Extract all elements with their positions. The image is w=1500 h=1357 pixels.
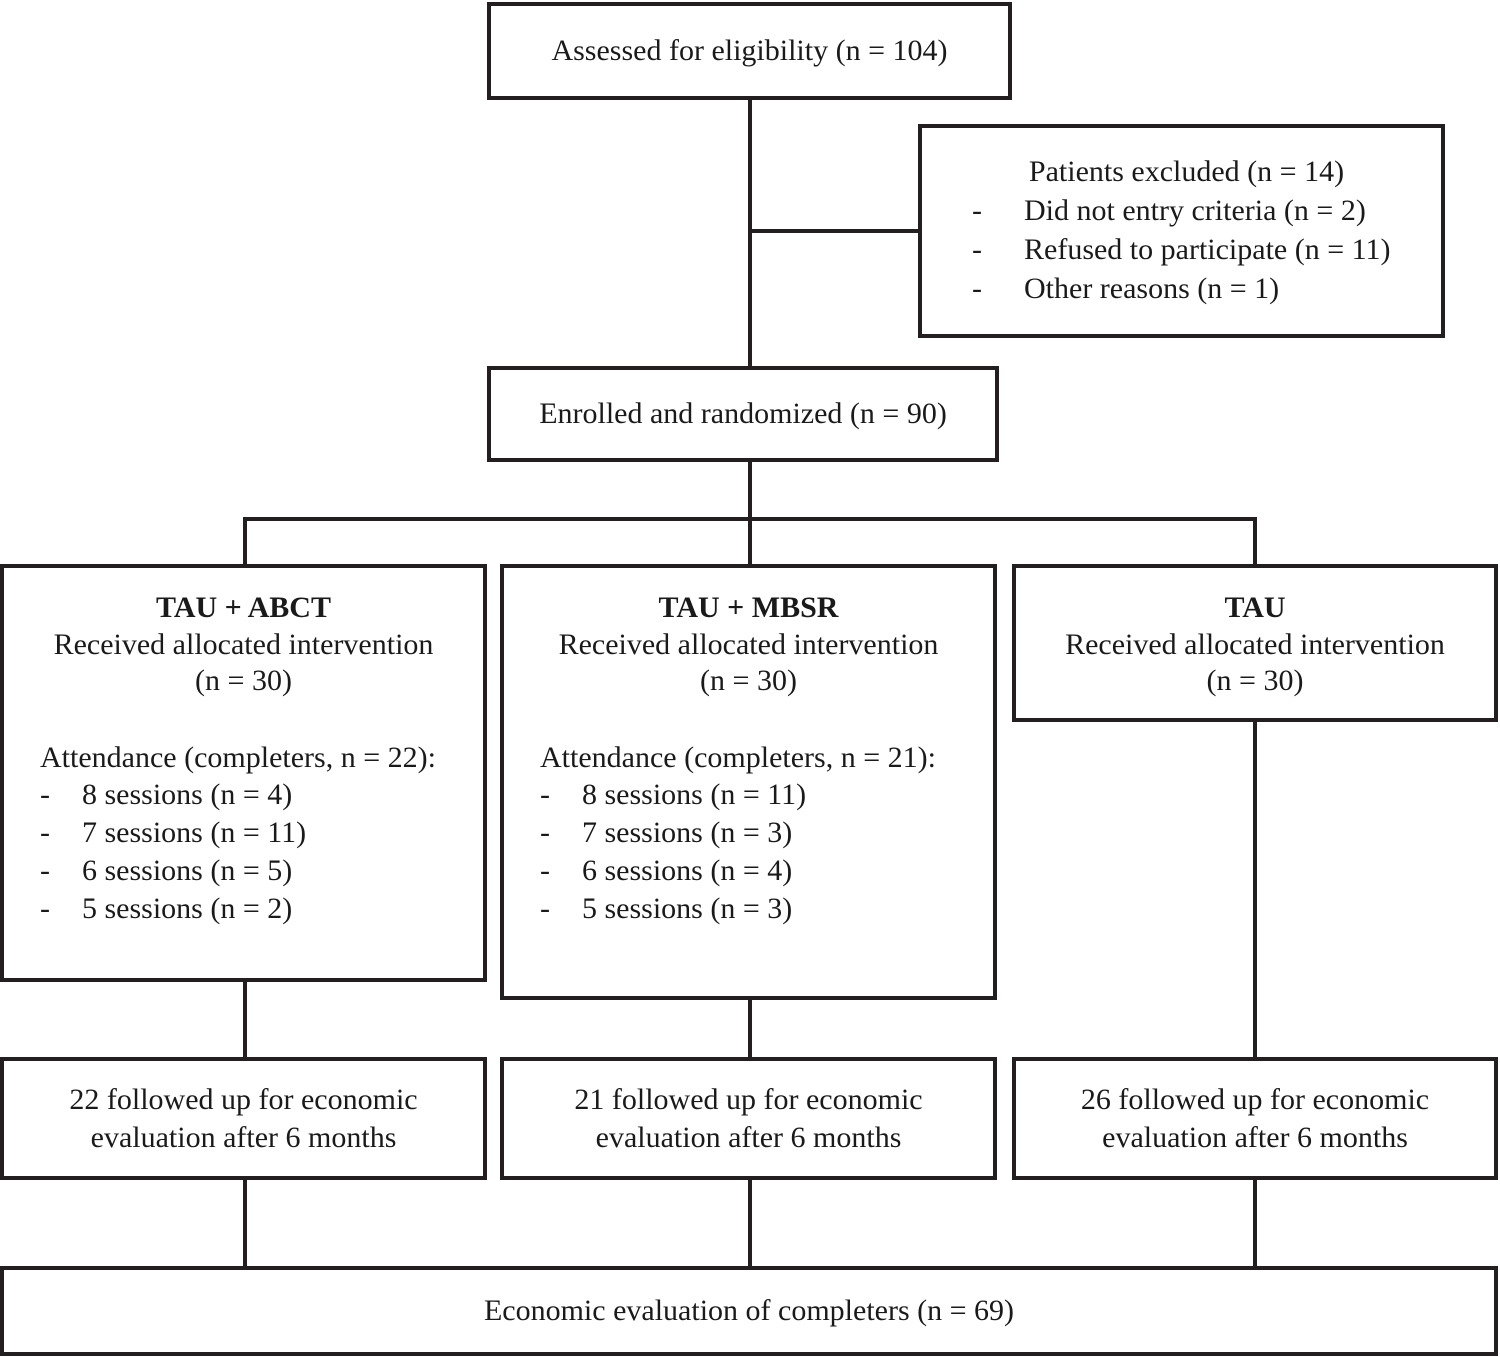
connector-split-bar [243, 517, 1257, 521]
followup-tau-line1: 26 followed up for economic [1080, 1083, 1430, 1117]
excluded-reason-item: - Did not entry criteria (n = 2) [972, 191, 1431, 230]
arm-mbsr-attendance-block: Attendance (completers, n = 21): - 8 ses… [514, 740, 983, 928]
connector-abct-to-followup [243, 978, 247, 1060]
connector-split-to-abct [243, 517, 247, 565]
excluded-reason-list: - Did not entry criteria (n = 2) - Refus… [932, 191, 1431, 308]
excluded-reason-text: Other reasons (n = 1) [1024, 271, 1280, 305]
excluded-title: Patients excluded (n = 14) [1028, 155, 1345, 189]
attendance-text: 5 sessions (n = 2) [82, 891, 293, 925]
attendance-text: 7 sessions (n = 11) [82, 816, 307, 850]
arm-tau-line2: (n = 30) [1206, 664, 1304, 698]
attendance-item: - 6 sessions (n = 5) [14, 852, 473, 890]
node-arm-tau-mbsr: TAU + MBSR Received allocated interventi… [500, 564, 997, 1000]
arm-abct-attendance-block: Attendance (completers, n = 22): - 8 ses… [14, 740, 473, 928]
followup-mbsr-line2: evaluation after 6 months [595, 1120, 902, 1154]
attendance-text: 8 sessions (n = 11) [582, 778, 807, 812]
dash-marker: - [972, 271, 982, 305]
arm-mbsr-line2: (n = 30) [700, 664, 797, 698]
arm-tau-heading: TAU [1224, 591, 1286, 624]
followup-mbsr-line1: 21 followed up for economic [574, 1083, 923, 1117]
dash-marker: - [540, 778, 550, 812]
node-arm-tau: TAU Received allocated intervention (n =… [1012, 564, 1498, 722]
connector-to-excluded-box [748, 229, 920, 233]
arm-abct-line1: Received allocated intervention [53, 627, 434, 661]
dash-marker: - [540, 891, 550, 925]
attendance-item: - 6 sessions (n = 4) [514, 852, 983, 890]
connector-assessed-to-enrolled [748, 100, 752, 368]
connector-split-to-tau [1253, 517, 1257, 565]
attendance-text: 5 sessions (n = 3) [582, 891, 793, 925]
dash-marker: - [972, 193, 982, 227]
arm-abct-attendance-title: Attendance (completers, n = 22): [40, 740, 436, 774]
arm-mbsr-attendance-title: Attendance (completers, n = 21): [540, 740, 936, 774]
connector-enrolled-to-split [748, 462, 752, 564]
dash-marker: - [40, 853, 50, 887]
connector-mbsr-to-followup [748, 996, 752, 1060]
dash-marker: - [540, 853, 550, 887]
connector-followup-tau-to-final [1253, 1180, 1257, 1268]
node-followup-abct: 22 followed up for economic evaluation a… [0, 1057, 487, 1180]
followup-abct-line1: 22 followed up for economic [69, 1083, 418, 1117]
arm-tau-line1: Received allocated intervention [1065, 627, 1445, 661]
dash-marker: - [540, 816, 550, 850]
attendance-item: - 7 sessions (n = 3) [514, 814, 983, 852]
attendance-item: - 5 sessions (n = 2) [14, 890, 473, 928]
connector-followup-abct-to-final [243, 1180, 247, 1268]
excluded-reason-text: Did not entry criteria (n = 2) [1024, 193, 1366, 227]
connector-tau-to-followup [1253, 722, 1257, 1060]
node-followup-tau: 26 followed up for economic evaluation a… [1012, 1057, 1498, 1180]
dash-marker: - [40, 778, 50, 812]
attendance-text: 7 sessions (n = 3) [582, 816, 793, 850]
excluded-reason-item: - Refused to participate (n = 11) [972, 230, 1431, 269]
attendance-item: - 8 sessions (n = 4) [14, 776, 473, 814]
excluded-reason-item: - Other reasons (n = 1) [972, 269, 1431, 308]
attendance-text: 6 sessions (n = 4) [582, 853, 793, 887]
followup-abct-line2: evaluation after 6 months [90, 1120, 397, 1154]
node-assessed-for-eligibility: Assessed for eligibility (n = 104) [487, 2, 1012, 100]
final-label: Economic evaluation of completers (n = 6… [483, 1293, 1015, 1327]
attendance-item: - 5 sessions (n = 3) [514, 890, 983, 928]
arm-abct-line2: (n = 30) [195, 664, 292, 698]
node-arm-tau-abct: TAU + ABCT Received allocated interventi… [0, 564, 487, 982]
arm-mbsr-line1: Received allocated intervention [558, 627, 939, 661]
assessed-label: Assessed for eligibility (n = 104) [551, 33, 948, 67]
attendance-text: 6 sessions (n = 5) [82, 853, 293, 887]
node-patients-excluded: Patients excluded (n = 14) - Did not ent… [918, 124, 1445, 338]
attendance-item: - 7 sessions (n = 11) [14, 814, 473, 852]
excluded-reason-text: Refused to participate (n = 11) [1024, 232, 1391, 266]
attendance-item: - 8 sessions (n = 11) [514, 776, 983, 814]
node-enrolled-and-randomized: Enrolled and randomized (n = 90) [487, 366, 999, 462]
arm-mbsr-heading: TAU + MBSR [658, 591, 839, 624]
node-economic-evaluation-final: Economic evaluation of completers (n = 6… [0, 1266, 1498, 1356]
dash-marker: - [40, 891, 50, 925]
dash-marker: - [972, 232, 982, 266]
node-followup-mbsr: 21 followed up for economic evaluation a… [500, 1057, 997, 1180]
dash-marker: - [40, 816, 50, 850]
connector-followup-mbsr-to-final [748, 1180, 752, 1268]
enrolled-label: Enrolled and randomized (n = 90) [539, 396, 947, 430]
arm-abct-heading: TAU + ABCT [156, 591, 331, 624]
attendance-text: 8 sessions (n = 4) [82, 778, 293, 812]
followup-tau-line2: evaluation after 6 months [1102, 1120, 1408, 1154]
